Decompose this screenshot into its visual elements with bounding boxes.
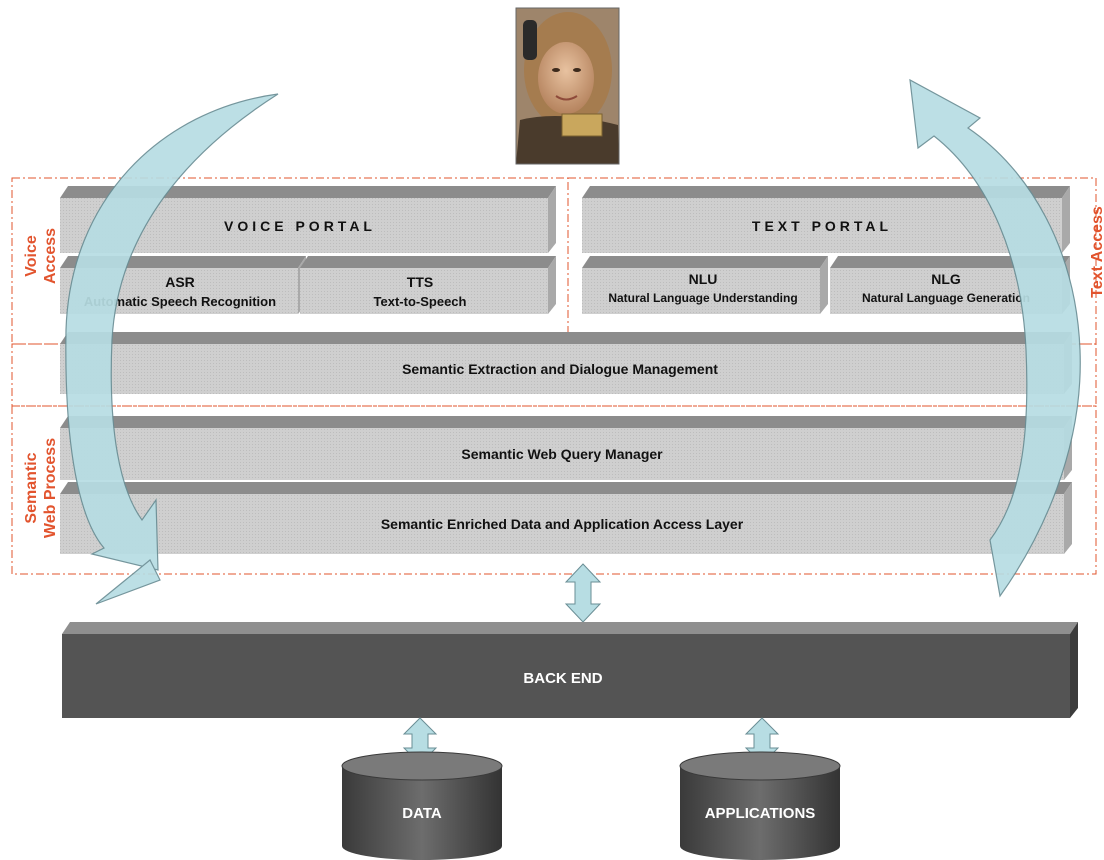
right-curved-arrow-icon [909,78,1081,598]
semantic-web-process-label-2: Web Process [42,438,59,538]
nlu-box: NLU Natural Language Understanding [582,256,828,314]
text-access-label: Text Access [1089,206,1104,298]
left-curved-arrow-icon [65,93,279,605]
semantic-web-process-region [11,405,1097,575]
tts-subtitle: Text-to-Speech [374,294,467,309]
voice-access-label-2: Access [42,228,59,284]
applications-store-cylinder: APPLICATIONS [679,751,841,860]
tts-title: TTS [407,274,433,290]
nlg-subtitle: Natural Language Generation [862,291,1030,305]
dialogue-management-label: Semantic Extraction and Dialogue Managem… [402,361,718,377]
back-end-label: BACK END [523,670,602,687]
text-portal-title: TEXT PORTAL [752,218,892,234]
semantic-web-process-label: Semantic [23,452,40,523]
back-end-box: BACK END [62,622,1078,718]
access-layer-box: Semantic Enriched Data and Application A… [60,482,1072,554]
nlu-subtitle: Natural Language Understanding [608,291,797,305]
asr-subtitle: Automatic Speech Recognition [84,294,276,309]
tts-box: TTS Text-to-Speech [300,256,556,314]
dialogue-region [11,343,1097,407]
voice-portal-title: VOICE PORTAL [224,218,376,234]
data-store-label: DATA [402,805,442,822]
applications-store-label: APPLICATIONS [705,805,816,822]
text-access-region [567,177,1097,345]
asr-title: ASR [165,274,195,290]
query-manager-box: Semantic Web Query Manager [60,416,1072,480]
dialogue-management-box: Semantic Extraction and Dialogue Managem… [60,332,1072,394]
nlu-title: NLU [689,271,718,287]
text-portal-box: TEXT PORTAL [582,186,1070,253]
nlg-title: NLG [931,271,961,287]
voice-access-label: Voice [23,235,40,277]
access-layer-label: Semantic Enriched Data and Application A… [381,516,744,532]
query-manager-label: Semantic Web Query Manager [461,446,663,462]
person-on-phone-photo [515,7,620,165]
data-store-cylinder: DATA [341,751,503,860]
double-arrow-icon [564,563,602,623]
